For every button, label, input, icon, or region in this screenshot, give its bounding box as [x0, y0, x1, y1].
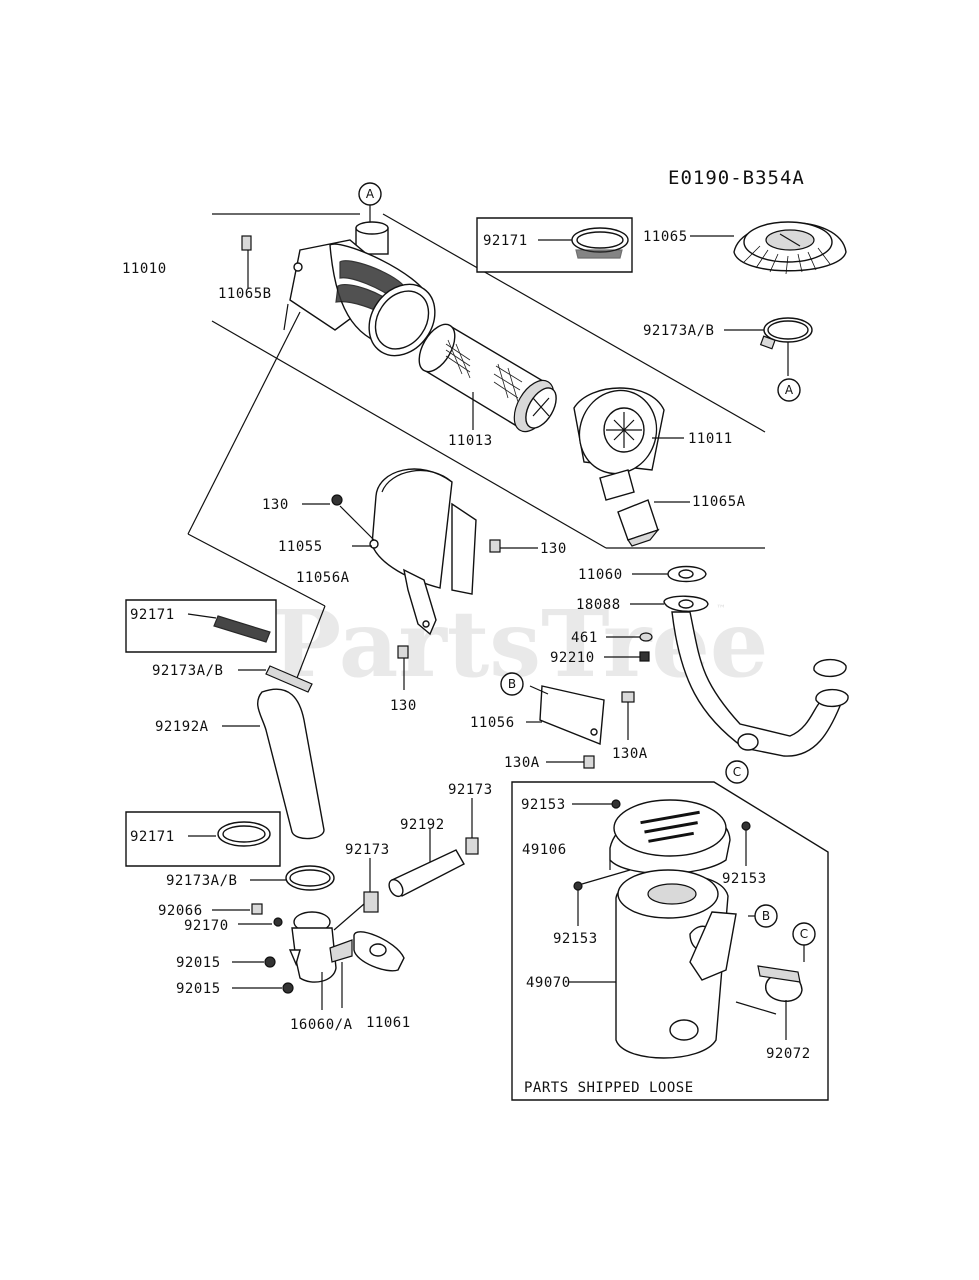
svg-text:A: A [785, 383, 794, 397]
trademark: ™ [716, 604, 726, 615]
bolt-92153-a [572, 799, 621, 809]
label-92015-a: 92015 [176, 955, 221, 971]
label-11010: 11010 [122, 261, 167, 277]
callout-A-top: A [358, 182, 382, 222]
svg-text:A: A [366, 187, 375, 201]
label-130-c: 130 [390, 698, 417, 714]
bolt-130-c [397, 645, 409, 690]
clamp-92072 [735, 965, 803, 1040]
bolt-92153-c [573, 869, 631, 926]
svg-text:B: B [508, 677, 516, 691]
label-461: 461 [571, 630, 598, 646]
label-92153-b: 92153 [722, 871, 767, 887]
nut-92066 [212, 903, 263, 915]
cover-11011 [573, 387, 684, 501]
label-92171-mid: 92171 [130, 607, 175, 623]
heat-shield-49106 [609, 799, 731, 875]
svg-text:C: C [800, 927, 808, 941]
bolt-130A-a [621, 691, 635, 740]
label-11060: 11060 [578, 567, 623, 583]
bracket-11056A [403, 502, 477, 636]
hose-92192A [222, 688, 325, 840]
label-92173-b: 92173 [345, 842, 390, 858]
pipe-18088 [630, 595, 849, 757]
label-130-a: 130 [262, 497, 289, 513]
nut-92015-a [232, 956, 276, 968]
nut-92015-b [232, 982, 294, 994]
label-92015-b: 92015 [176, 981, 221, 997]
bolt-130-a [302, 494, 375, 541]
callout-C-right: C [792, 922, 816, 946]
bolt-92153-b [741, 821, 751, 866]
label-92192: 92192 [400, 817, 445, 833]
nut-92210 [604, 651, 650, 662]
label-92173AB-mid: 92173A/B [152, 663, 223, 679]
label-130-b: 130 [540, 541, 567, 557]
precleaner-11065 [690, 221, 847, 275]
label-92210: 92210 [550, 650, 595, 666]
label-18088: 18088 [576, 597, 621, 613]
muffler-49070 [568, 869, 737, 1059]
part-labels: 11010 11065B 92171 11065 92173A/B 11013 … [122, 229, 811, 1096]
filter-element-11013 [418, 323, 557, 433]
clamp-92173AB-low [250, 865, 335, 891]
label-92171-top: 92171 [483, 233, 528, 249]
label-11055: 11055 [278, 539, 323, 555]
label-11065B: 11065B [218, 286, 272, 302]
clamp-box-92171-top [476, 217, 633, 273]
label-16060A: 16060/A [290, 1017, 353, 1033]
label-11056: 11056 [470, 715, 515, 731]
label-92192A: 92192A [155, 719, 209, 735]
callout-B-left: B [500, 672, 524, 696]
hose-92192 [388, 828, 465, 898]
bolt-130A-b [546, 755, 595, 769]
label-92153-c: 92153 [553, 931, 598, 947]
gasket-11060 [632, 565, 707, 583]
label-130A-a: 130A [612, 746, 648, 762]
bracket-11056 [526, 685, 605, 745]
label-92173-a: 92173 [448, 782, 493, 798]
label-11065: 11065 [643, 229, 688, 245]
svg-text:C: C [733, 765, 741, 779]
callout-B-right: B [754, 904, 778, 928]
label-49070: 49070 [526, 975, 571, 991]
label-92173AB-low: 92173A/B [166, 873, 237, 889]
label-11065A: 11065A [692, 494, 746, 510]
label-92153-a: 92153 [521, 797, 566, 813]
label-92171-low: 92171 [130, 829, 175, 845]
label-130A-b: 130A [504, 755, 540, 771]
nut-461 [606, 632, 653, 642]
air-cleaner-housing-11010 [283, 221, 436, 357]
label-92170: 92170 [184, 918, 229, 934]
label-11011: 11011 [688, 431, 733, 447]
box-note: PARTS SHIPPED LOOSE [524, 1080, 694, 1096]
clamp-92173-a [465, 798, 479, 855]
callout-A-right: A [777, 378, 801, 402]
nut-92170 [238, 917, 283, 927]
clamp-92173AB-top [724, 317, 813, 376]
elbow-16060A [288, 911, 353, 1010]
label-92066: 92066 [158, 903, 203, 919]
label-92173AB-top: 92173A/B [643, 323, 714, 339]
clamp-box-92171-mid [125, 599, 277, 653]
label-11056A: 11056A [296, 570, 350, 586]
clamp-box-92171-low [125, 811, 281, 867]
assembly-outline-lines [187, 213, 766, 684]
label-92072: 92072 [766, 1046, 811, 1062]
diagram-code: E0190-B354A [668, 167, 805, 189]
label-11061: 11061 [366, 1015, 411, 1031]
band-11055 [369, 468, 453, 589]
clamp-92173AB-mid [238, 665, 313, 693]
label-49106: 49106 [522, 842, 567, 858]
label-11013: 11013 [448, 433, 493, 449]
gasket-11061 [341, 931, 405, 1008]
valve-11065A [617, 499, 690, 547]
bolt-130-b [489, 539, 538, 553]
clamp-92173-b [333, 858, 379, 931]
svg-text:B: B [762, 909, 770, 923]
callout-C-left: C [725, 760, 749, 784]
screw-11065B [241, 235, 252, 288]
